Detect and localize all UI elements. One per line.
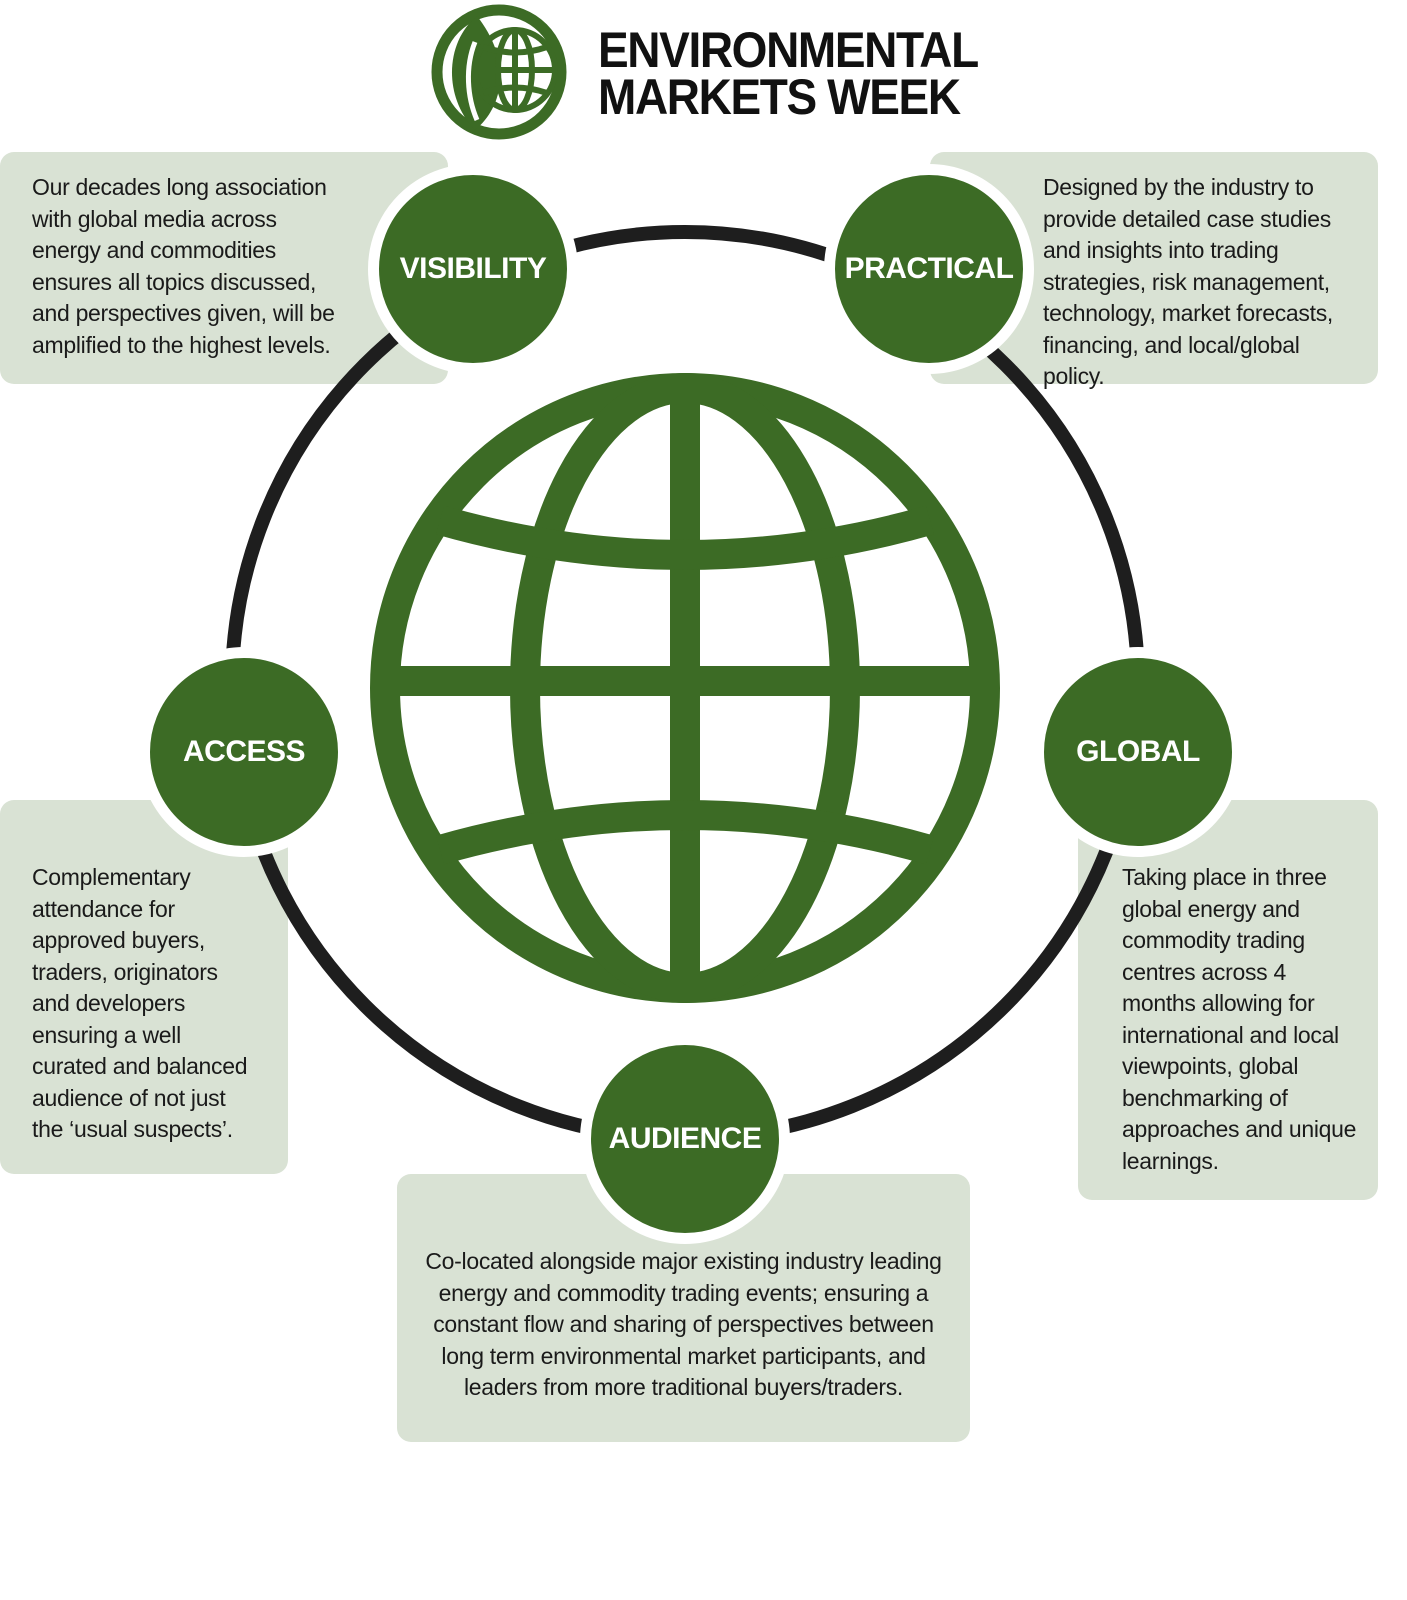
- global-box: Taking place in three global energy and …: [1078, 800, 1378, 1200]
- visibility-text: Our decades long association with global…: [32, 174, 335, 358]
- audience-bubble: AUDIENCE: [580, 1034, 790, 1244]
- practical-label: PRACTICAL: [844, 252, 1014, 285]
- title-line-1: ENVIRONMENTAL: [598, 22, 979, 78]
- access-text: Complementary attendance for approved bu…: [32, 864, 248, 1142]
- title-line-2: MARKETS WEEK: [598, 69, 961, 125]
- audience-text: Co-located alongside major existing indu…: [425, 1248, 942, 1400]
- audience-label: AUDIENCE: [608, 1122, 762, 1155]
- access-bubble: ACCESS: [139, 647, 349, 857]
- visibility-label: VISIBILITY: [399, 252, 547, 285]
- global-label: GLOBAL: [1076, 735, 1200, 768]
- global-bubble: GLOBAL: [1033, 647, 1243, 857]
- practical-text: Designed by the industry to provide deta…: [1043, 174, 1334, 389]
- global-text: Taking place in three global energy and …: [1122, 864, 1357, 1174]
- access-box: Complementary attendance for approved bu…: [0, 800, 288, 1174]
- globe-leaf-logo-icon: [431, 4, 567, 140]
- visibility-bubble: VISIBILITY: [368, 164, 578, 374]
- practical-bubble: PRACTICAL: [824, 164, 1034, 374]
- access-label: ACCESS: [182, 735, 306, 768]
- visibility-box: Our decades long association with global…: [0, 152, 448, 384]
